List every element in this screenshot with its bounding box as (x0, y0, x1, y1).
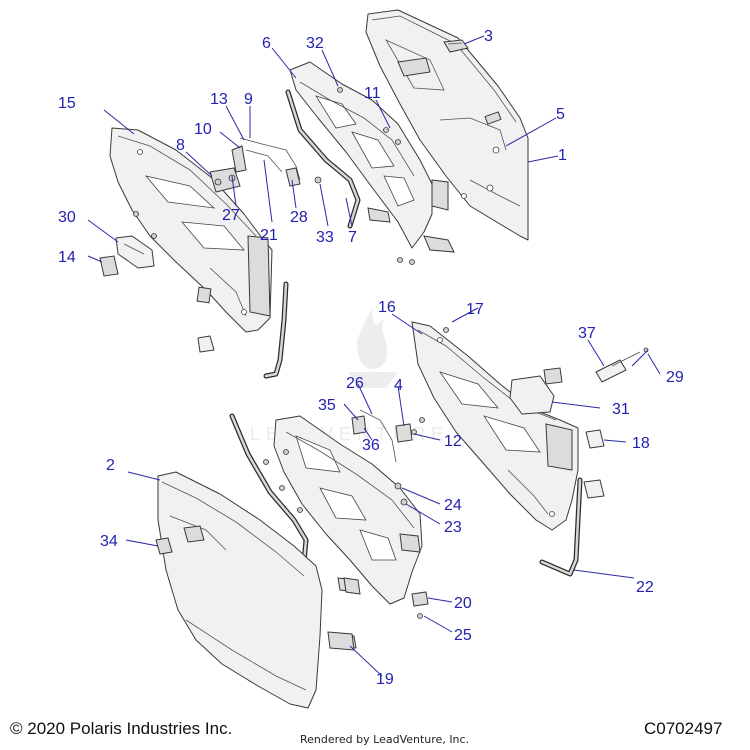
callout-1: 1 (558, 147, 567, 164)
callout-labels: 3 5 1 6 32 11 7 15 8 10 13 9 27 21 28 33… (58, 28, 684, 688)
lower-latch-assembly (351, 409, 425, 463)
callout-26: 26 (346, 375, 364, 392)
callout-24: 24 (444, 497, 462, 514)
callout-37: 37 (578, 325, 596, 342)
callout-6: 6 (262, 35, 271, 52)
callout-2: 2 (106, 457, 115, 474)
part-8-door-lock (209, 167, 241, 193)
callout-8: 8 (176, 137, 185, 154)
lower-fasteners (263, 327, 449, 513)
part-14-inner-handle (99, 255, 119, 277)
callout-32: 32 (306, 35, 324, 52)
lower-frame-seal (229, 413, 309, 565)
callout-25: 25 (454, 627, 472, 644)
part-16-inner-lower-trim-panel (411, 321, 605, 531)
callout-11: 11 (364, 85, 381, 102)
callout-16: 16 (378, 299, 396, 316)
part-15-inner-upper-trim-panel (109, 127, 273, 353)
callout-3: 3 (484, 28, 493, 45)
upper-inner-seal (263, 281, 289, 379)
hinge-pins (411, 591, 429, 619)
callout-34: 34 (100, 533, 118, 550)
part-34-outer-handle (155, 537, 173, 555)
rendered-by-text: Rendered by LeadVenture, Inc. (300, 733, 470, 746)
callout-10: 10 (194, 121, 212, 138)
callout-13: 13 (210, 91, 228, 108)
part-1-outer-upper-door-panel (365, 9, 529, 241)
callout-20: 20 (454, 595, 472, 612)
callout-30: 30 (58, 209, 76, 226)
part-19-hinge (327, 577, 361, 651)
lower-latch-fasteners (394, 482, 408, 506)
callout-4: 4 (394, 377, 403, 394)
callout-33: 33 (316, 229, 334, 246)
part-3-latch-handle (443, 39, 469, 53)
part-18-cap (585, 429, 605, 449)
callout-17: 17 (466, 301, 484, 318)
callout-29: 29 (666, 369, 684, 386)
callout-21: 21 (260, 227, 278, 244)
part-6-upper-door-frame (289, 61, 455, 253)
callout-18: 18 (632, 435, 650, 452)
callout-7: 7 (348, 229, 357, 246)
callout-31: 31 (612, 401, 630, 418)
callout-5: 5 (556, 106, 565, 123)
callout-35: 35 (318, 397, 336, 414)
latch-linkage-assembly (231, 137, 322, 187)
callout-23: 23 (444, 519, 462, 536)
upper-fasteners (133, 87, 415, 265)
part-22-lower-seal (539, 477, 583, 577)
callout-14: 14 (58, 249, 76, 266)
part-2-outer-lower-door-panel (157, 471, 323, 709)
copyright-text: © 2020 Polaris Industries Inc. (10, 719, 233, 738)
callout-27: 27 (222, 207, 240, 224)
part-7-upper-seal (285, 89, 361, 229)
part-30-handle-bezel (115, 235, 155, 269)
callout-22: 22 (636, 579, 654, 596)
callout-36: 36 (362, 437, 380, 454)
callout-19: 19 (376, 671, 394, 688)
callout-9: 9 (244, 91, 253, 108)
lower-door-frame (273, 415, 423, 649)
callout-15: 15 (58, 95, 76, 112)
callout-28: 28 (290, 209, 308, 226)
leader-lines (87, 35, 661, 677)
part-31-handle-bracket (509, 367, 563, 415)
diagram-code: C0702497 (644, 719, 723, 738)
callout-12: 12 (444, 433, 462, 450)
part-37-damper (595, 347, 649, 383)
